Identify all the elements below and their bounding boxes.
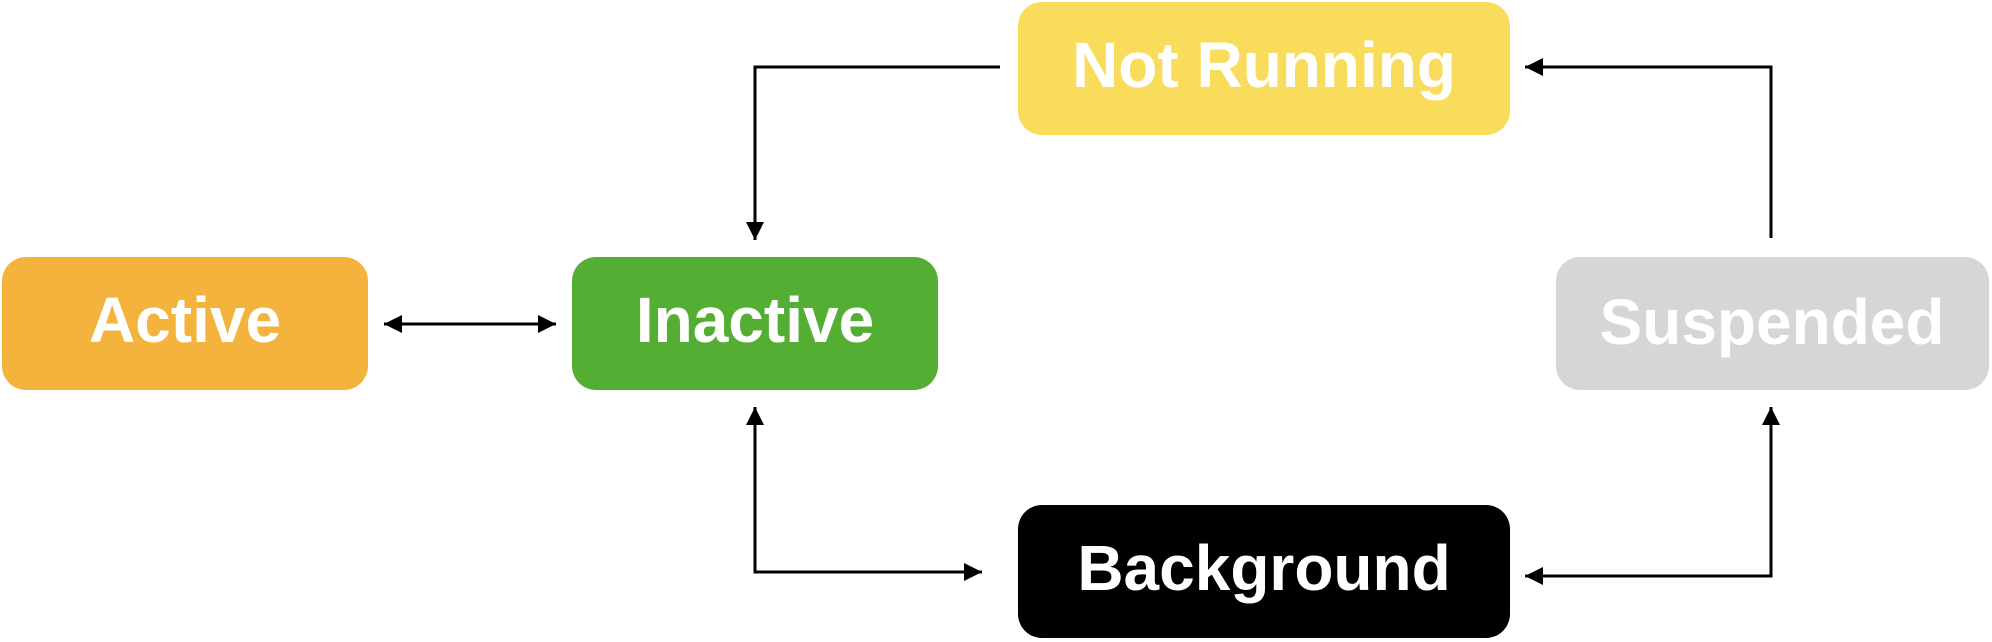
node-active: Active	[2, 257, 368, 390]
edge-inactive-background	[746, 407, 982, 581]
node-not-running-box	[1018, 2, 1510, 135]
edge-background-suspended	[1525, 407, 1780, 585]
node-suspended-label: Suspended	[1600, 286, 1945, 358]
node-background: Background	[1018, 505, 1510, 638]
edge-not-running-to-inactive	[746, 65, 1000, 240]
node-inactive-box	[572, 257, 938, 390]
node-inactive: Inactive	[572, 257, 938, 390]
node-active-box	[2, 257, 368, 390]
node-active-label: Active	[89, 284, 281, 356]
node-suspended: Suspended	[1556, 257, 1989, 390]
edge-suspended-to-not-running	[1525, 58, 1773, 238]
node-not-running-label: Not Running	[1072, 29, 1456, 101]
node-not-running: Not Running	[1018, 2, 1510, 135]
node-suspended-box	[1556, 257, 1989, 390]
node-background-box	[1018, 505, 1510, 638]
node-background-label: Background	[1077, 532, 1450, 604]
node-inactive-label: Inactive	[636, 284, 874, 356]
edges	[384, 58, 1780, 585]
